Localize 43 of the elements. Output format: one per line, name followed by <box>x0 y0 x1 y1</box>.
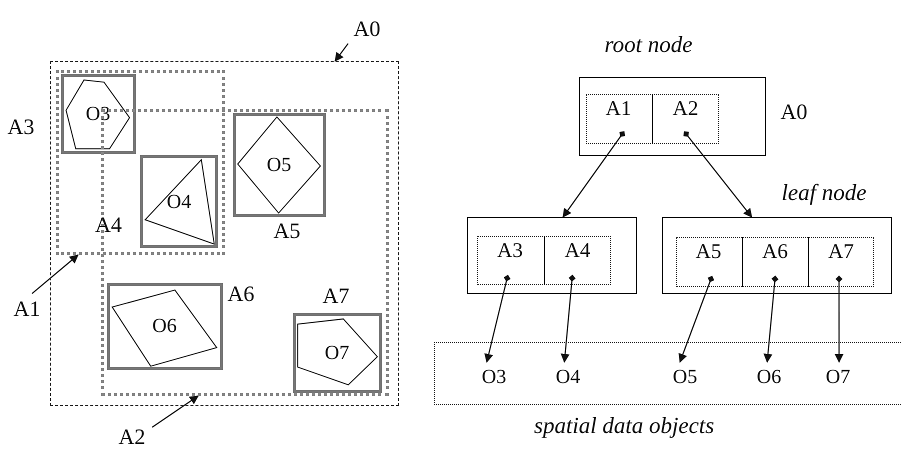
tree-node-box <box>467 217 637 294</box>
tree-pointer-arrow <box>484 274 511 363</box>
object-label: O3 <box>476 362 512 392</box>
region-label: A2 <box>111 423 153 451</box>
object-label: O6 <box>151 316 178 336</box>
region-label: A7 <box>322 284 350 306</box>
leader-line <box>152 396 199 428</box>
object-label: O7 <box>820 362 856 392</box>
object-label: O5 <box>667 362 703 392</box>
entry-cell: A1 <box>586 94 652 144</box>
tree-pointer-arrow <box>560 274 576 363</box>
region-label: A4 <box>95 214 122 236</box>
region-label: A0 <box>346 15 388 43</box>
region-label: A3 <box>8 116 34 138</box>
region-label: A1 <box>6 295 48 323</box>
entry-cell: A6 <box>742 236 808 286</box>
node-heading: spatial data objects <box>534 414 714 437</box>
entry-cell: A5 <box>676 236 742 286</box>
tree-pointer-arrow <box>763 276 778 363</box>
leader-line <box>334 43 349 62</box>
object-label: O4 <box>166 192 192 212</box>
node-heading: root node <box>604 32 692 56</box>
object-label: O7 <box>324 342 350 362</box>
entry-cell: A7 <box>808 236 874 286</box>
entry-cell: A3 <box>476 236 544 284</box>
tree-pointer-arrow <box>678 276 714 363</box>
object-label: O4 <box>550 362 586 392</box>
tree-pointer-arrow <box>834 276 844 363</box>
entry-group <box>476 236 610 284</box>
region-label: A0 <box>780 100 808 122</box>
object-label: O6 <box>751 362 787 392</box>
tree-pointer-arrow <box>562 131 626 218</box>
region-label: A6 <box>228 282 254 304</box>
object-label: O3 <box>84 104 112 124</box>
region-label: A5 <box>274 220 300 242</box>
entry-group <box>586 94 718 144</box>
node-heading: leaf node <box>782 180 866 204</box>
entry-cell: A2 <box>652 94 718 144</box>
tree-pointer-arrow <box>683 131 752 218</box>
entry-cell: A4 <box>544 236 610 284</box>
entry-group <box>676 236 874 286</box>
leader-line <box>32 254 79 294</box>
object-label: O5 <box>266 154 292 174</box>
